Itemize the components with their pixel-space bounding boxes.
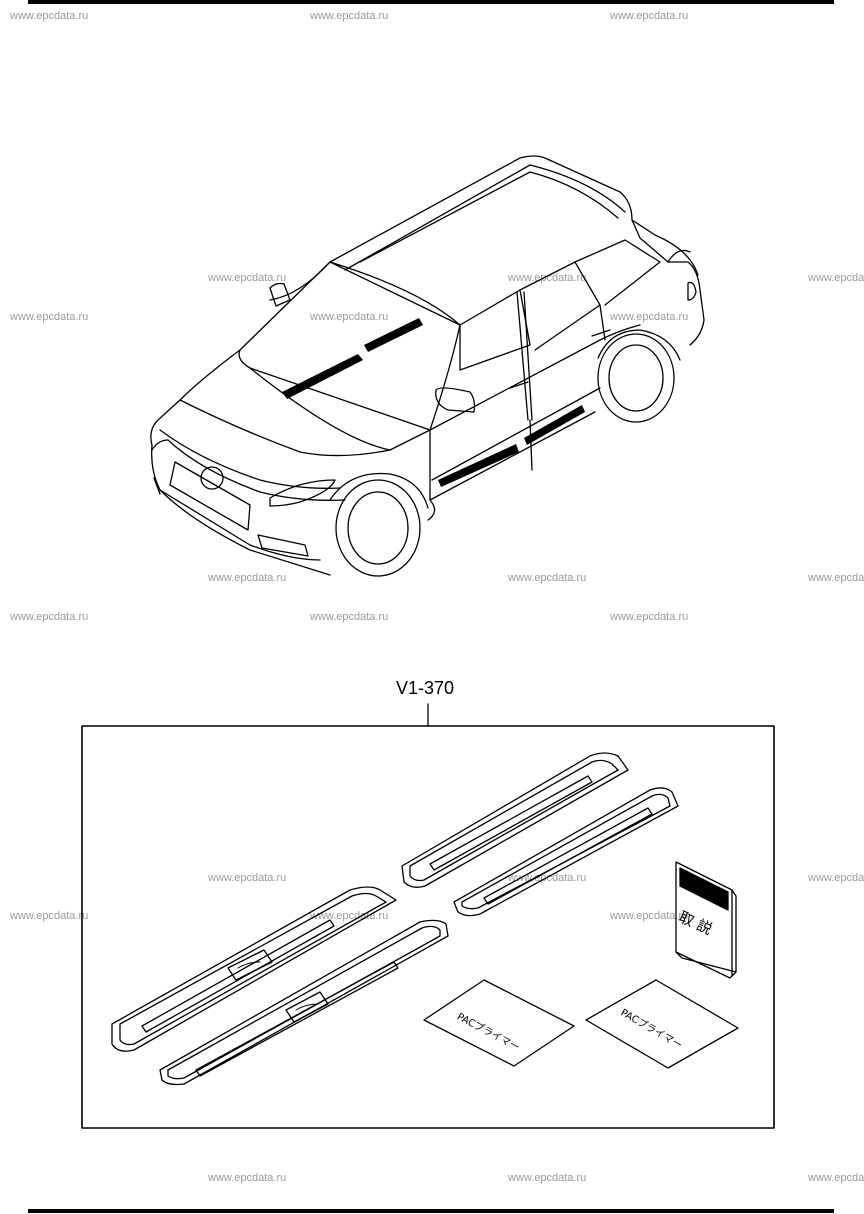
watermark: www.epcdata.ru	[610, 10, 689, 22]
watermark: www.epcdata.ru	[310, 910, 389, 922]
primer-packet-1	[423, 979, 575, 1067]
part-callout-code: V1-370	[396, 678, 455, 698]
watermark: www.epcdata.ru	[208, 1172, 287, 1184]
watermark: www.epcdata.ru	[310, 10, 389, 22]
watermark: www.epcdata.ru	[808, 1172, 864, 1184]
front-scuff-plate-upper	[111, 886, 397, 1052]
watermark: www.epcdata.ru	[208, 272, 287, 284]
instruction-manual	[675, 861, 737, 979]
watermark: www.epcdata.ru	[310, 311, 389, 323]
watermark: www.epcdata.ru	[508, 272, 587, 284]
watermark: www.epcdata.ru	[508, 572, 587, 584]
front-scuff-plate-lower	[159, 919, 449, 1086]
hood-stripe-decal	[282, 318, 423, 399]
watermark: www.epcdata.ru	[10, 910, 89, 922]
watermark: www.epcdata.ru	[808, 572, 864, 584]
top-rule	[28, 0, 834, 4]
watermark: www.epcdata.ru	[10, 311, 89, 323]
watermark: www.epcdata.ru	[208, 872, 287, 884]
bottom-rule	[28, 1209, 834, 1213]
side-sill-stripe-decal	[438, 405, 585, 487]
watermark: www.epcdata.ru	[610, 611, 689, 623]
rear-scuff-plate-lower	[453, 787, 679, 917]
watermark: www.epcdata.ru	[310, 611, 389, 623]
watermark: www.epcdata.ru	[610, 910, 689, 922]
kit-frame	[81, 725, 775, 1129]
watermark: www.epcdata.ru	[508, 1172, 587, 1184]
vehicle-illustration	[150, 155, 705, 577]
watermark: www.epcdata.ru	[610, 311, 689, 323]
watermark: www.epcdata.ru	[208, 572, 287, 584]
watermark: www.epcdata.ru	[10, 10, 89, 22]
primer-packet-2	[585, 979, 739, 1069]
rear-scuff-plate-upper	[401, 752, 629, 888]
watermark: www.epcdata.ru	[808, 272, 864, 284]
watermark: www.epcdata.ru	[10, 611, 89, 623]
watermark: www.epcdata.ru	[808, 872, 864, 884]
